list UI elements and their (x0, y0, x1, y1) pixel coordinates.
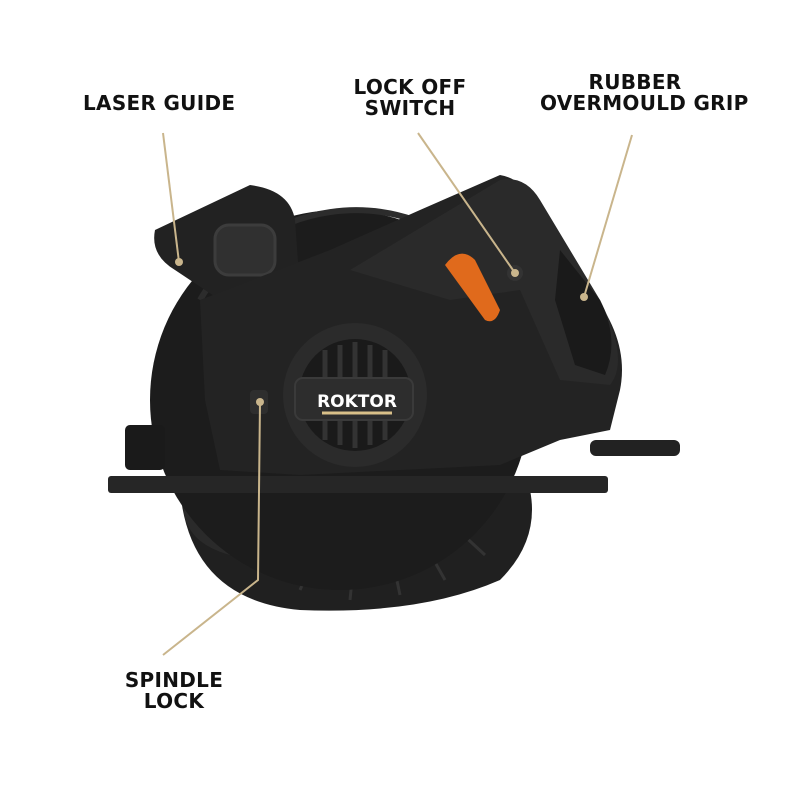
callout-spindle-lock: SPINDLE LOCK (114, 670, 234, 712)
leader-lines (162, 132, 633, 656)
rubber-grip (555, 250, 612, 375)
callout-text: LASER GUIDE (83, 91, 236, 115)
brand-logo: ROKTOR (317, 392, 397, 412)
callout-text: LOCK (143, 689, 205, 713)
leader-rubber-grip (583, 134, 633, 298)
callout-text: OVERMOULD GRIP (540, 91, 749, 115)
callout-text: SPINDLE (124, 668, 224, 692)
leader-laser-guide (162, 132, 180, 263)
trigger (445, 253, 500, 322)
bevel-knob (125, 425, 165, 470)
power-cord (590, 440, 680, 456)
callout-text: LOCK OFF (353, 75, 467, 99)
callout-rubber-grip: RUBBER OVERMOULD GRIP (540, 70, 749, 115)
logo-badge (294, 377, 414, 421)
callout-text: RUBBER (588, 70, 682, 94)
laser-button (213, 223, 277, 277)
callout-lock-off-switch: LOCK OFF SWITCH (350, 77, 470, 119)
leader-lock-off (417, 132, 516, 274)
callout-laser-guide: LASER GUIDE (83, 93, 235, 114)
callout-text: SWITCH (364, 96, 456, 120)
leader-spindle-lock (162, 401, 261, 656)
base-plate (108, 476, 608, 493)
